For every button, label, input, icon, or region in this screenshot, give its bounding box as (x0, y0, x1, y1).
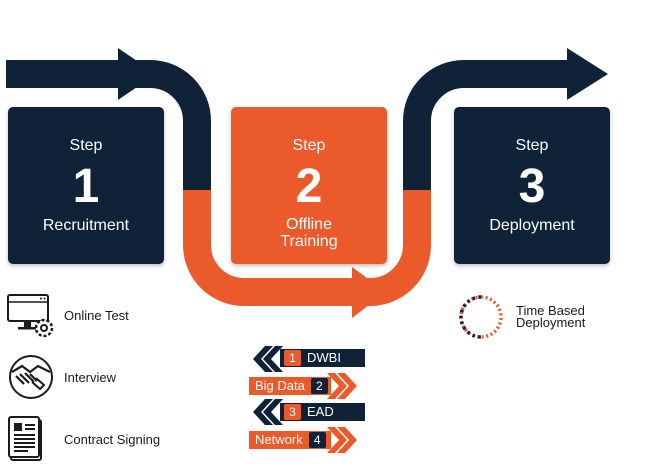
step-2-number: 2 (295, 160, 323, 213)
chevron-right-icon (327, 427, 357, 453)
module-1-label: DWBI (307, 350, 341, 365)
contract-signing-label: Contract Signing (64, 431, 161, 447)
chevron-left-icon (253, 399, 283, 425)
contract-signing-item: Contract Signing (6, 414, 160, 464)
flow-segment-end (403, 60, 575, 190)
step-1-name: Recruitment (42, 217, 130, 234)
arrowhead-right-bottom (352, 267, 386, 318)
module-1-pill: 1 DWBI (280, 349, 365, 367)
arrowhead-right-top-right (567, 48, 608, 100)
step-2-word: Step (292, 137, 326, 154)
module-4-label: Network (255, 432, 303, 447)
step-3-word: Step (515, 137, 549, 154)
online-test-item: Online Test (6, 290, 129, 340)
chevron-left-icon (253, 346, 283, 372)
module-2-label: Big Data (255, 378, 305, 393)
module-3-number: 3 (284, 404, 301, 420)
interview-item: Interview (6, 352, 116, 402)
module-3-pill: 3 EAD (280, 403, 365, 421)
step-1-number: 1 (72, 160, 100, 213)
step-2-name: Offline Training (231, 216, 387, 250)
interview-label: Interview (64, 369, 117, 385)
flow-segment-middle (183, 190, 431, 306)
time-based-line2: Deployment (516, 315, 586, 330)
module-2-number: 2 (310, 378, 328, 394)
online-test-label: Online Test (64, 307, 129, 323)
module-4-number: 4 (308, 432, 326, 448)
step-2-name-line1: Offline (286, 216, 332, 233)
contract-document-icon (8, 416, 42, 461)
step-3-name: Deployment (489, 217, 575, 234)
step-3-number: 3 (518, 160, 546, 213)
dotted-circle-icon (459, 295, 503, 339)
time-based-deployment: Time Based Deployment (458, 294, 585, 340)
module-3-label: EAD (307, 404, 334, 419)
chevron-right-icon (327, 373, 357, 399)
module-2-pill: Big Data 2 (249, 377, 331, 395)
module-4-pill: Network 4 (249, 431, 331, 449)
step-3-card: Step 3 Deployment (454, 107, 610, 264)
step-2-card: Step 2 Offline Training (231, 107, 387, 264)
time-based-line1: Time Based (516, 303, 585, 318)
module-1-number: 1 (284, 350, 301, 366)
computer-gear-icon (7, 294, 54, 338)
step-1-word: Step (69, 137, 103, 154)
step-1-card: Step 1 Recruitment (8, 107, 164, 264)
handshake-icon (9, 355, 53, 399)
arrowhead-right-top-left (118, 48, 156, 100)
step-2-name-line2: Training (280, 233, 338, 250)
time-based-deployment-label: Time Based Deployment (516, 303, 586, 330)
